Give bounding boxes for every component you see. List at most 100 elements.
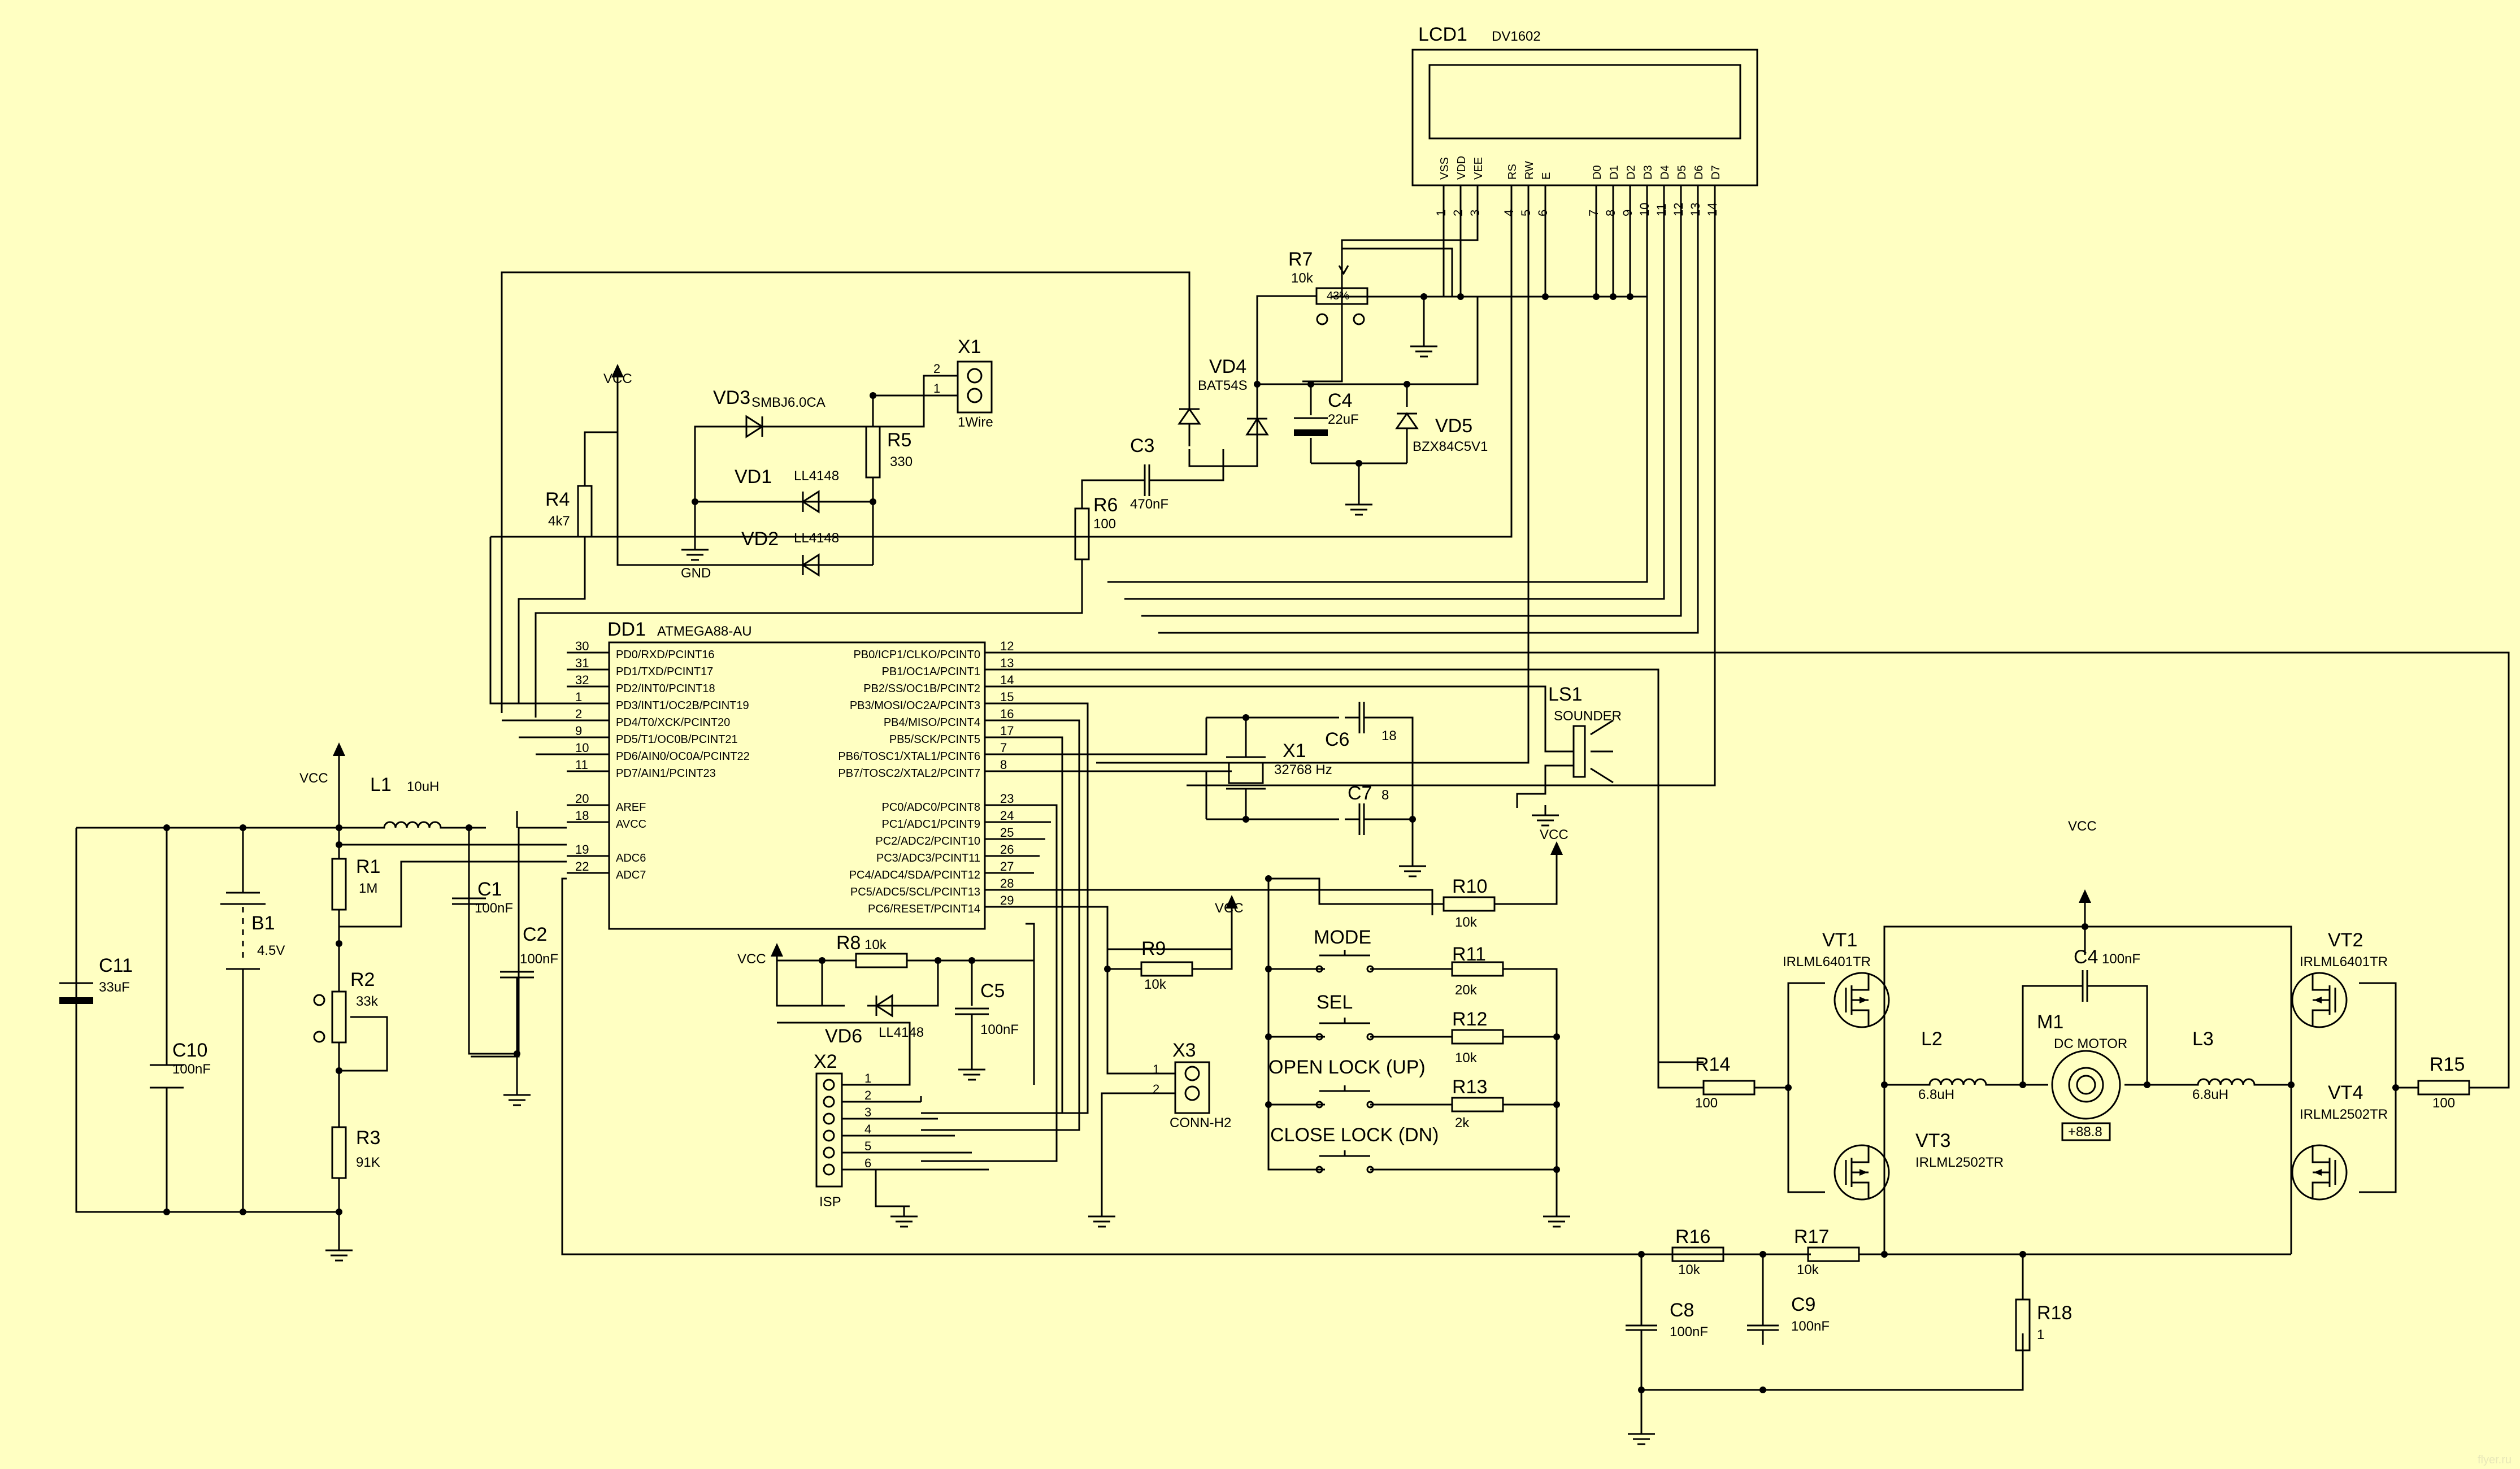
mcu-pin-label: PD3/INT1/OC2B/PCINT19	[616, 699, 749, 712]
lcd-body	[1411, 49, 1758, 186]
lcd-pin-number: 3	[1468, 210, 1482, 216]
c11-value: 33uF	[99, 980, 130, 995]
r12-resistor: R12 10k	[1451, 1009, 1504, 1066]
r15-value: 100	[2432, 1096, 2455, 1111]
svg-text:1: 1	[933, 381, 940, 395]
r9-ref: R9	[1141, 938, 1166, 959]
r7-percent: 43%	[1327, 290, 1349, 302]
mcu-pins: 30PD0/RXD/PCINT1631PD1/TXD/PCINT1732PD2/…	[567, 639, 1026, 915]
current-sense	[1638, 1251, 2291, 1424]
mcu-pin-number: 31	[575, 656, 589, 670]
lcd-pin-number: 6	[1536, 210, 1550, 216]
c7-capacitor: C7 8	[1344, 783, 1413, 836]
vd3-ref: VD3	[713, 387, 750, 408]
mcu-pin-number: 13	[1000, 656, 1014, 670]
l3-ref: L3	[2192, 1028, 2214, 1050]
lcd-pin-number: 9	[1620, 210, 1635, 216]
mcu-pin-label: PB1/OC1A/PCINT1	[881, 666, 980, 678]
c10-capacitor: C10 100nF	[150, 828, 211, 1212]
button-resistor-wiring	[1390, 968, 1558, 1206]
button-open-lock[interactable]: OPEN LOCK (UP)	[1268, 1057, 1426, 1109]
lcd-pin-number: 1	[1434, 210, 1448, 216]
vt3-ref: VT3	[1915, 1130, 1950, 1151]
r2-potentiometer: R2 33k	[313, 944, 388, 1082]
mcu-pin-number: 14	[1000, 673, 1014, 687]
lcd-pin-labels: VSS1VDD2VEE3RS4RW5E6D07D18D29D310D411D51…	[1187, 156, 1722, 786]
c4-electrolytic: C4 22uF	[1294, 384, 1359, 463]
vd5-value: BZX84C5V1	[1413, 439, 1488, 454]
l1-ref: L1	[370, 774, 392, 796]
lcd-pin-number: 11	[1654, 203, 1669, 216]
l2-ref: L2	[1921, 1028, 1943, 1050]
mcu-pin-label: PB7/TOSC2/XTAL2/PCINT7	[838, 767, 980, 780]
r5-value: 330	[890, 454, 913, 470]
mcu-pin-label: PD7/AIN1/PCINT23	[616, 767, 716, 780]
mcu-pin-number: 27	[1000, 859, 1014, 873]
l2-inductor: L2 6.8uH	[1884, 1028, 2048, 1102]
mcu-pin-number: 28	[1000, 876, 1014, 890]
vd5-zener: VD5 BZX84C5V1	[1257, 383, 1488, 494]
vt2-ref: VT2	[2328, 929, 2363, 951]
mcu-pin-label: PC4/ADC4/SDA/PCINT12	[849, 869, 980, 881]
x1-crystal: X1 32768 Hz	[1026, 716, 1414, 856]
r1-ref: R1	[356, 856, 380, 877]
x2-pin-number: 2	[864, 1088, 871, 1102]
r6-value: 100	[1093, 516, 1116, 532]
c2-ref: C2	[523, 924, 547, 945]
lcd-pin-label: E	[1540, 172, 1553, 180]
r15-resistor: R15 100	[2396, 1054, 2470, 1111]
l3-inductor: L3 6.8uH	[2124, 1028, 2291, 1102]
button-open-label: OPEN LOCK (UP)	[1268, 1057, 1426, 1078]
button-sel[interactable]: SEL	[1298, 992, 1391, 1041]
l1-value: 10uH	[407, 779, 439, 794]
c6-value: 18	[1381, 728, 1397, 744]
vt1-ref: VT1	[1822, 929, 1857, 951]
x2-value: ISP	[819, 1194, 841, 1210]
r11-value: 20k	[1455, 983, 1478, 998]
vd4-dual-schottky: VD4 BAT54S	[501, 271, 1268, 713]
x1w-value: 1Wire	[958, 415, 993, 430]
m1-readout: +88.8	[2068, 1124, 2102, 1140]
c5-value: 100nF	[980, 1022, 1019, 1037]
m1-value: DC MOTOR	[2054, 1036, 2127, 1051]
mcu-pin-label: PD5/T1/OC0B/PCINT21	[616, 733, 738, 746]
r12-ref: R12	[1452, 1009, 1487, 1030]
mcu-pin-label: PB5/SCK/PCINT5	[889, 733, 980, 746]
vt1-mosfet: VT1 IRLML6401TR	[1783, 929, 1890, 1028]
vt4-ref: VT4	[2328, 1082, 2363, 1103]
r2-value: 33k	[356, 994, 379, 1009]
x2-pin-number: 1	[864, 1071, 871, 1085]
r6-ref: R6	[1093, 494, 1118, 516]
lcd-ref: LCD1	[1418, 24, 1467, 45]
r9-value: 10k	[1144, 977, 1167, 992]
vcc-label-5: VCC	[1540, 827, 1569, 842]
ls1-ref: LS1	[1548, 684, 1583, 705]
mcu-pin-number: 15	[1000, 690, 1014, 704]
mcu-pin-number: 17	[1000, 724, 1014, 738]
c1-ref: C1	[477, 879, 502, 900]
vd6-value: LL4148	[879, 1025, 924, 1040]
x2-ref: X2	[814, 1051, 837, 1072]
r3-value: 91K	[356, 1155, 380, 1170]
lcd-pin-number: 4	[1502, 210, 1516, 216]
mcu-pin-number: 7	[1000, 741, 1007, 755]
mcu-pin-label: PD1/TXD/PCINT17	[616, 666, 713, 678]
mcu-pin-number: 1	[575, 690, 582, 704]
mcu-pin-number: 26	[1000, 842, 1014, 857]
x3-connector: X3 CONN-H2 1 2	[1101, 949, 1231, 1206]
lcd-value: DV1602	[1492, 29, 1541, 44]
mcu-pin-label: AREF	[616, 801, 646, 814]
lcd-pin-label: RW	[1523, 161, 1536, 180]
c3-value: 470nF	[1130, 497, 1168, 512]
button-mode[interactable]: MODE	[1298, 927, 1391, 973]
button-close-lock[interactable]: CLOSE LOCK (DN)	[1270, 1124, 1439, 1174]
lcd-pin-label: D1	[1608, 165, 1620, 180]
lcd-pin-number: 10	[1637, 203, 1652, 216]
vcc-label-1: VCC	[603, 371, 632, 386]
mcu-pin-label: PB4/MISO/PCINT4	[884, 716, 980, 729]
mcu-pin-label: PB3/MOSI/OC2A/PCINT3	[850, 699, 980, 712]
vd5-ref: VD5	[1435, 415, 1472, 437]
watermark: flyer.ru	[2478, 1454, 2512, 1466]
